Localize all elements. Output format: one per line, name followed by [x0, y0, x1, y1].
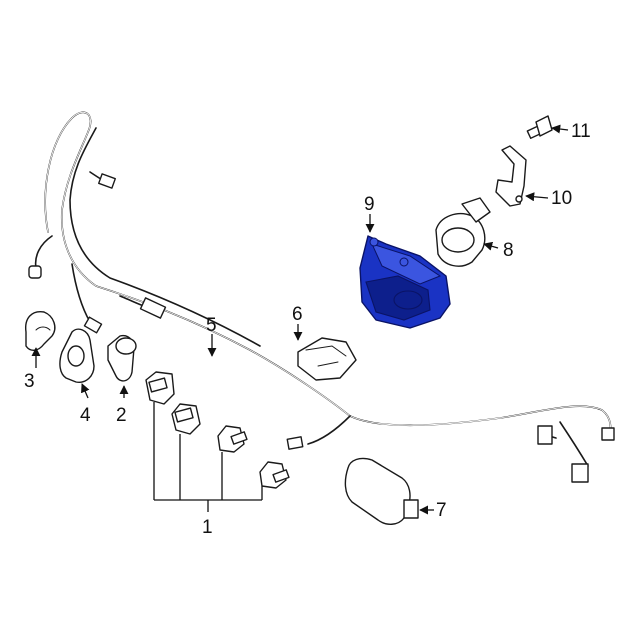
callout-11: 11 [571, 121, 591, 142]
harness-connectors [28, 173, 615, 483]
sensor-1d [259, 461, 290, 489]
callout-5: 5 [206, 315, 217, 336]
mount-part-8 [435, 197, 491, 267]
callout-labels: 3 4 2 1 5 6 7 8 9 10 11 [24, 121, 591, 538]
bracket-part-10 [495, 145, 527, 207]
connector-right-upper [537, 425, 553, 445]
wiring-harness [34, 111, 612, 467]
sensors-part-1 [145, 371, 290, 512]
connector-right-end [601, 427, 615, 441]
connector-top-left [98, 173, 116, 189]
callout-2: 2 [116, 405, 127, 426]
bolt-part-11 [526, 115, 553, 139]
callout-7: 7 [436, 500, 447, 521]
callout-9: 9 [364, 194, 375, 215]
callout-1: 1 [202, 517, 213, 538]
sensor-1b [171, 403, 201, 435]
module-part-6 [297, 337, 357, 381]
connector-left-end [28, 265, 42, 279]
sensor-1a [145, 371, 175, 405]
leader-lines [31, 124, 569, 515]
callout-3: 3 [24, 371, 35, 392]
connector-center [286, 436, 304, 450]
callout-8: 8 [503, 240, 514, 261]
sensor-part-2 [107, 334, 137, 382]
cover-part-7 [344, 457, 419, 525]
sensor-1c [217, 425, 248, 453]
connector-mid [139, 297, 167, 319]
holder-part-4 [59, 328, 95, 383]
connector-lower-left [83, 316, 103, 334]
connector-right-lower [571, 463, 589, 483]
camera-part-9 [359, 235, 451, 329]
callout-6: 6 [292, 304, 303, 325]
callout-4: 4 [80, 405, 91, 426]
bracket-part-3 [25, 311, 56, 351]
callout-10: 10 [551, 188, 572, 209]
